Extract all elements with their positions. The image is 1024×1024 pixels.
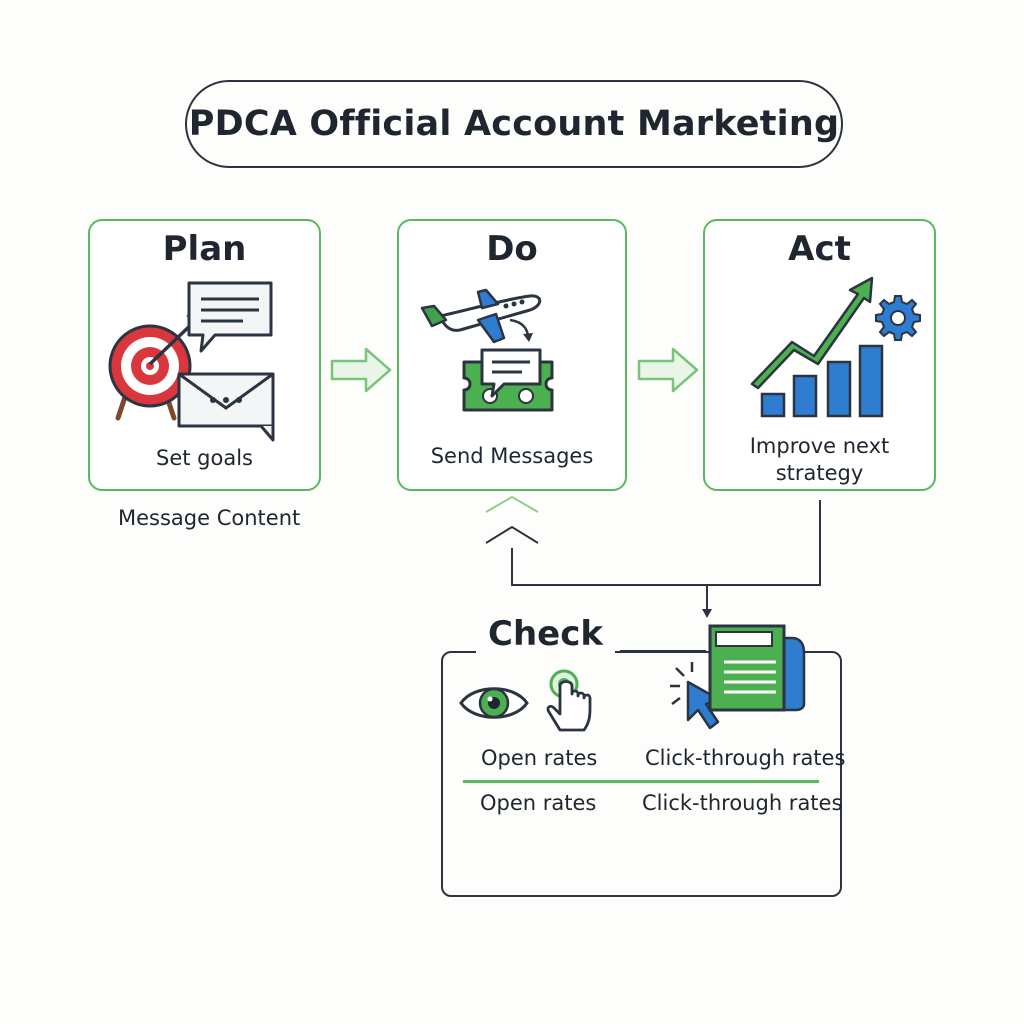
gear-icon — [875, 295, 921, 341]
plan-note: Message Content — [118, 506, 301, 530]
title-pill: PDCA Official Account Marketing — [185, 80, 843, 168]
check-box — [441, 651, 842, 897]
act-title: Act — [788, 229, 851, 269]
open-rates-label: Open rates — [481, 746, 598, 770]
eye-icon — [459, 687, 529, 719]
airplane-icon — [420, 288, 542, 344]
act-caption-line2: strategy — [775, 461, 864, 485]
plan-card: Plan Set goals — [88, 219, 321, 491]
do-title: Do — [486, 229, 538, 269]
envelope-icon — [177, 372, 275, 442]
speech-bubble-icon — [187, 281, 273, 353]
act-caption-line1: Improve next — [749, 434, 890, 458]
arrow-right-icon — [330, 347, 392, 393]
growth-chart-icon — [750, 276, 884, 418]
cursor-click-icon — [670, 662, 722, 730]
plan-caption: Set goals — [156, 446, 253, 470]
open-rates-label: Open rates — [480, 791, 597, 815]
plan-title: Plan — [162, 229, 247, 269]
check-title: Check — [476, 614, 615, 654]
do-caption: Send Messages — [430, 444, 594, 468]
click-through-rates-label: Click-through rates — [642, 791, 843, 815]
arrow-right-icon — [637, 347, 699, 393]
page-title: PDCA Official Account Marketing — [188, 104, 840, 144]
tap-hand-icon — [546, 669, 592, 732]
check-divider — [463, 780, 819, 783]
click-through-rates-label: Click-through rates — [645, 746, 846, 770]
ticket-message-icon — [462, 348, 554, 412]
newsletter-icon — [708, 624, 806, 712]
